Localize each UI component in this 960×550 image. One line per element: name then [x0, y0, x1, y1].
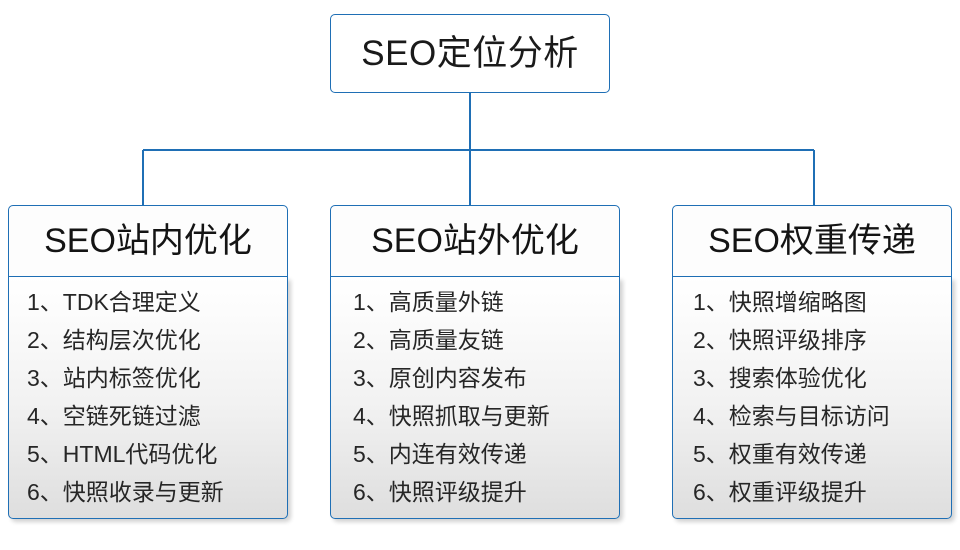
list-item: 5、内连有效传递: [353, 441, 527, 467]
branch-column-seo-onsite: SEO站内优化 1、TDK合理定义 2、结构层次优化 3、站内标签优化 4、空链…: [8, 205, 288, 519]
item-list: 1、高质量外链 2、高质量友链 3、原创内容发布 4、快照抓取与更新 5、内连有…: [331, 291, 619, 504]
list-item: 4、空链死链过滤: [27, 403, 201, 429]
list-item: 1、TDK合理定义: [27, 289, 201, 315]
list-item: 3、搜索体验优化: [693, 365, 867, 391]
branch-header[interactable]: SEO权重传递: [672, 205, 952, 277]
list-item: 6、快照收录与更新: [27, 479, 224, 505]
list-item: 3、原创内容发布: [353, 365, 527, 391]
root-node[interactable]: SEO定位分析: [330, 14, 610, 93]
list-item: 1、快照增缩略图: [693, 289, 867, 315]
branch-body: 1、高质量外链 2、高质量友链 3、原创内容发布 4、快照抓取与更新 5、内连有…: [330, 277, 620, 519]
branch-header-label: SEO站外优化: [371, 222, 579, 260]
list-item: 2、结构层次优化: [27, 327, 201, 353]
branch-column-seo-weight: SEO权重传递 1、快照增缩略图 2、快照评级排序 3、搜索体验优化 4、检索与…: [672, 205, 952, 519]
list-item: 1、高质量外链: [353, 289, 504, 315]
list-item: 5、HTML代码优化: [27, 441, 218, 467]
branch-body: 1、TDK合理定义 2、结构层次优化 3、站内标签优化 4、空链死链过滤 5、H…: [8, 277, 288, 519]
list-item: 6、权重评级提升: [693, 479, 867, 505]
branch-header[interactable]: SEO站内优化: [8, 205, 288, 277]
item-list: 1、TDK合理定义 2、结构层次优化 3、站内标签优化 4、空链死链过滤 5、H…: [9, 291, 287, 504]
list-item: 3、站内标签优化: [27, 365, 201, 391]
list-item: 5、权重有效传递: [693, 441, 867, 467]
list-item: 4、检索与目标访问: [693, 403, 890, 429]
list-item: 6、快照评级提升: [353, 479, 527, 505]
list-item: 2、快照评级排序: [693, 327, 867, 353]
root-node-label: SEO定位分析: [361, 34, 579, 73]
branch-column-seo-offsite: SEO站外优化 1、高质量外链 2、高质量友链 3、原创内容发布 4、快照抓取与…: [330, 205, 620, 519]
branch-header-label: SEO权重传递: [708, 222, 916, 260]
branch-header-label: SEO站内优化: [44, 222, 252, 260]
list-item: 4、快照抓取与更新: [353, 403, 550, 429]
branch-header[interactable]: SEO站外优化: [330, 205, 620, 277]
item-list: 1、快照增缩略图 2、快照评级排序 3、搜索体验优化 4、检索与目标访问 5、权…: [673, 291, 951, 504]
branch-body: 1、快照增缩略图 2、快照评级排序 3、搜索体验优化 4、检索与目标访问 5、权…: [672, 277, 952, 519]
list-item: 2、高质量友链: [353, 327, 504, 353]
